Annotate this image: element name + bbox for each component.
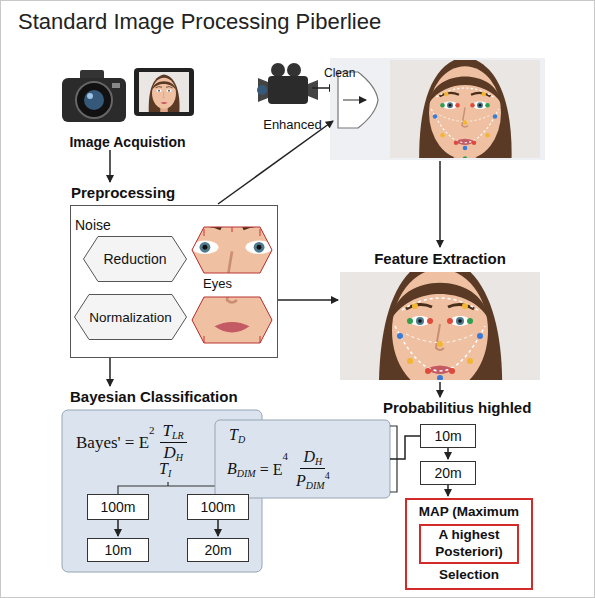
process-diamond: Normalization	[74, 294, 187, 340]
text-label: Clean	[324, 66, 355, 80]
value-box: 20m	[187, 538, 249, 562]
formula-panel	[215, 420, 390, 498]
highlight-box: A highest Posteriori)	[419, 524, 519, 564]
variable: D	[303, 448, 315, 465]
connector	[117, 520, 119, 536]
icon-group: Image Acquistion	[55, 62, 200, 150]
subscript: H	[176, 452, 183, 463]
arrow-line	[439, 382, 441, 397]
box-label: Selection	[439, 567, 499, 584]
variable: P	[296, 472, 306, 489]
box-label: 10m	[434, 428, 461, 444]
denominator: PDIM4	[293, 469, 333, 491]
variable: D	[163, 443, 175, 462]
box-label: A highest Posteriori)	[425, 527, 513, 561]
value-box: 10m	[87, 538, 149, 562]
connector	[109, 358, 111, 386]
eyes-crop	[97, 119, 368, 390]
enhanced-face-panel	[330, 34, 545, 184]
connector	[390, 436, 420, 459]
variable: B	[227, 460, 237, 477]
subscript: H	[315, 456, 322, 467]
stage-box: PreprocessingNoiseReductionNormalization	[70, 205, 278, 358]
heading: Preprocessing	[71, 184, 175, 201]
diamond-shape	[84, 237, 187, 282]
heading: Feature Extraction	[374, 250, 506, 267]
image-panel: Feature Extraction	[340, 272, 540, 380]
shape-label: Normalization	[89, 310, 172, 325]
subscript: DIM	[306, 480, 325, 491]
variable: T	[159, 460, 168, 477]
photo-thumbnail	[134, 67, 194, 117]
connector	[447, 485, 449, 496]
outside-label: Noise	[75, 217, 111, 233]
fraction: TLRDH	[160, 422, 187, 463]
numerator: TLR	[160, 422, 187, 443]
subscript: DIM	[237, 468, 256, 479]
variable: T	[163, 421, 172, 440]
split-lines	[118, 482, 218, 494]
value-box: 10m	[420, 424, 476, 448]
formula-term: BDIM	[227, 460, 256, 479]
subscript: LR	[172, 430, 184, 441]
formula-panel: TDBDIM= E4DHPDIM4	[215, 420, 390, 498]
box-label: 20m	[204, 542, 231, 558]
formula: TI	[159, 460, 171, 479]
exponent: 2	[149, 424, 155, 436]
caption: Image Acquistion	[69, 134, 185, 150]
exponent: 4	[325, 470, 330, 481]
feature-face-image	[340, 226, 540, 426]
arrow-line	[218, 121, 333, 204]
box-label: 20m	[434, 465, 461, 481]
fraction: DHPDIM4	[293, 448, 333, 491]
value-box: 100m	[187, 494, 249, 520]
numerator: DH	[300, 448, 325, 469]
connector	[109, 150, 111, 182]
text-label: Probabilitius highled	[383, 399, 531, 416]
exponent: 4	[282, 450, 288, 462]
formula: BDIM= E4DHPDIM4	[227, 448, 333, 491]
caption: Enhanced	[263, 117, 322, 132]
box-slot: A highest Posteriori)	[412, 524, 526, 564]
connector	[217, 520, 219, 536]
process-diamond: NoiseReduction	[83, 236, 187, 282]
box-label: MAP (Maximum	[419, 504, 519, 521]
value-box: 100m	[87, 494, 149, 520]
diagram-title: Standard Image Processing Piberliee	[18, 9, 381, 35]
box-label: 10m	[104, 542, 131, 558]
text-label: Eyes	[203, 276, 232, 291]
selection-box: MAP (Maximum A highest Posteriori) Selecti…	[405, 498, 533, 590]
box-label: 100m	[100, 499, 135, 515]
heading: Bayesian Classification	[70, 388, 238, 405]
variable: T	[229, 426, 238, 443]
connector	[278, 299, 338, 301]
icon-group: Enhanced	[255, 62, 330, 132]
formula-text: = E	[260, 461, 283, 479]
video-camera-icon	[257, 63, 318, 104]
subscript: I	[168, 468, 171, 479]
arrow-line	[439, 161, 441, 247]
formula: TD	[229, 426, 245, 445]
formula-text: Bayes' = E	[76, 433, 149, 453]
formula: Bayes' = E2TLRDH	[76, 422, 187, 463]
subscript: D	[238, 434, 245, 445]
diamond-shape	[75, 295, 187, 340]
box-label: 100m	[200, 499, 235, 515]
connector	[447, 448, 449, 459]
photo-camera-icon	[62, 70, 126, 122]
value-box: 20m	[420, 461, 476, 485]
shape-label: Reduction	[103, 251, 166, 267]
